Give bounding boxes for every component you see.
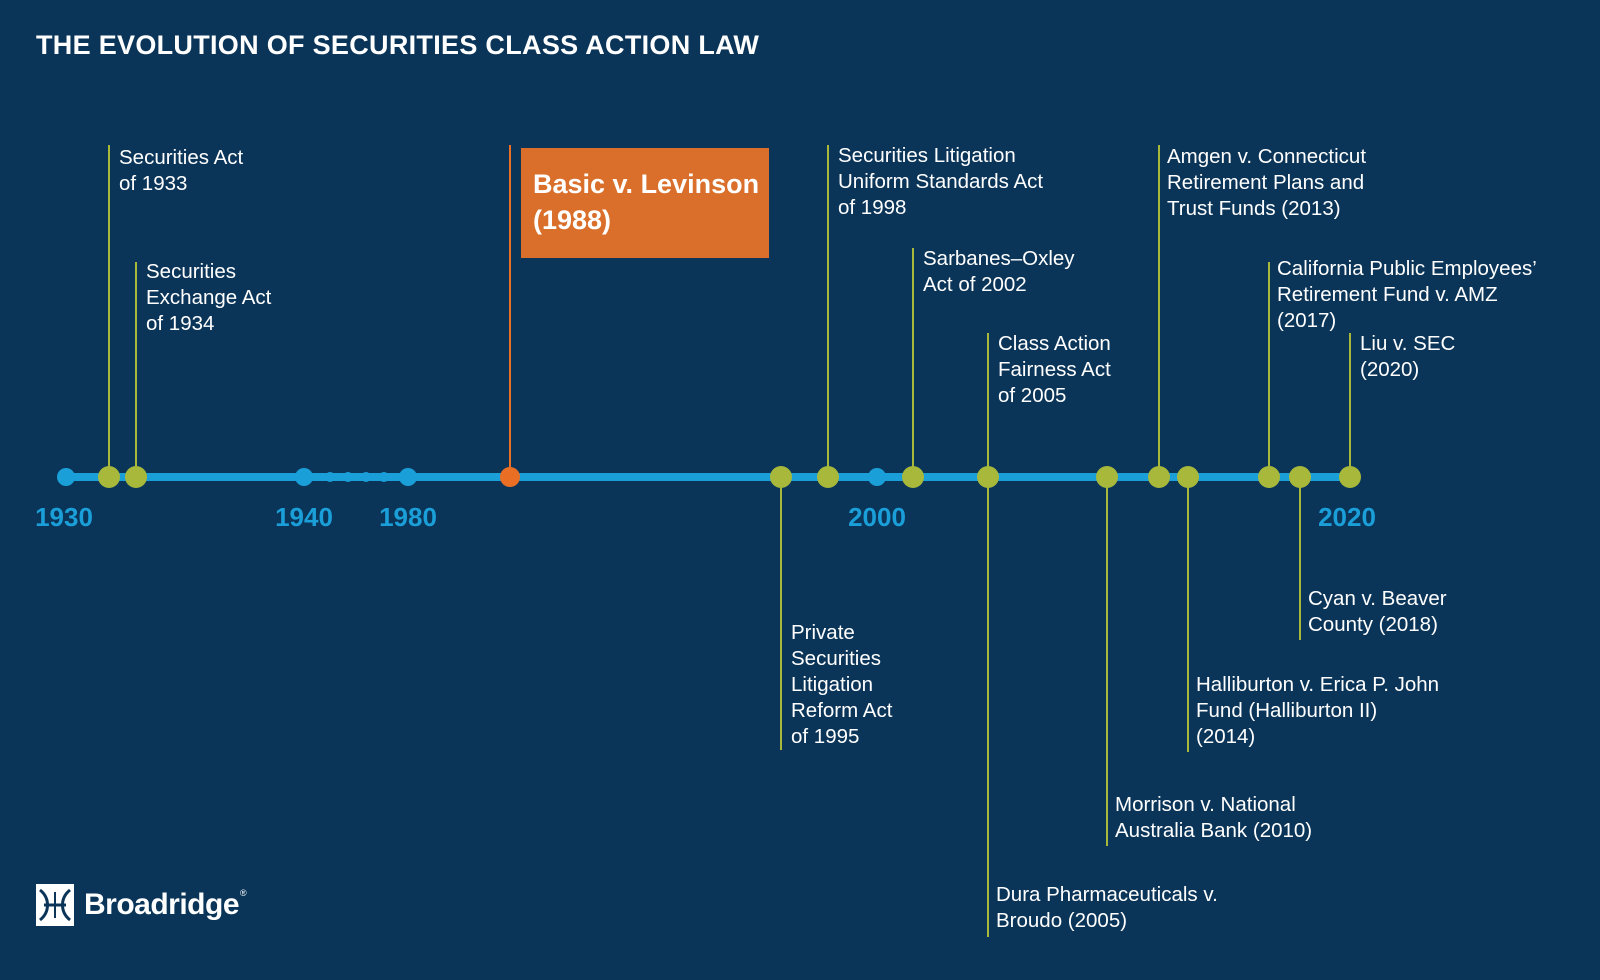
timeline-gap-dot bbox=[361, 472, 371, 482]
event-label-line: Securities bbox=[146, 260, 237, 283]
timeline-axis bbox=[66, 473, 1349, 481]
event-label-line: Litigation bbox=[791, 673, 874, 696]
event-marker-dot bbox=[1177, 466, 1199, 488]
event-label-line: Exchange Act bbox=[146, 286, 272, 309]
event-label-line: Retirement Plans and bbox=[1167, 171, 1365, 194]
event-label-line: Broudo (2005) bbox=[996, 909, 1128, 932]
event-connector-line bbox=[1349, 333, 1351, 477]
event-label-line: Securities bbox=[791, 647, 882, 670]
event-label-line: of 1934 bbox=[146, 312, 215, 335]
event-connector-line bbox=[780, 477, 782, 750]
event-marker-dot bbox=[902, 466, 924, 488]
event-label-line: County (2018) bbox=[1308, 613, 1438, 636]
event-label-line: California Public Employees’ bbox=[1277, 257, 1537, 280]
event-label-line: Act of 2002 bbox=[923, 273, 1027, 296]
event-label: California Public Employees’ Retirement F… bbox=[1277, 256, 1537, 334]
event-label-line: Australia Bank (2010) bbox=[1115, 819, 1313, 842]
event-connector-line bbox=[1158, 145, 1160, 477]
event-marker-dot bbox=[98, 466, 120, 488]
event-label-line: Class Action bbox=[998, 332, 1111, 355]
year-marker-dot bbox=[868, 468, 886, 486]
event-marker-dot bbox=[1289, 466, 1311, 488]
event-connector-line bbox=[108, 145, 110, 477]
year-marker-dot bbox=[295, 468, 313, 486]
event-marker-dot bbox=[125, 466, 147, 488]
event-marker-dot bbox=[1258, 466, 1280, 488]
featured-event-connector-line bbox=[509, 145, 511, 477]
timeline-gap-dot bbox=[379, 472, 389, 482]
event-label-line: of 1998 bbox=[838, 196, 907, 219]
broadridge-logo-icon bbox=[36, 884, 74, 926]
event-label-line: Reform Act bbox=[791, 699, 893, 722]
event-connector-line bbox=[1268, 262, 1270, 477]
year-marker-dot bbox=[399, 468, 417, 486]
featured-event-line-2: (1988) bbox=[533, 205, 612, 235]
event-connector-line bbox=[1187, 477, 1189, 752]
event-connector-line bbox=[987, 477, 989, 937]
event-marker-dot bbox=[1148, 466, 1170, 488]
timeline-gap-dot bbox=[325, 472, 335, 482]
timeline-gap-dot bbox=[343, 472, 353, 482]
axis-year-label: 2000 bbox=[848, 502, 906, 532]
axis-year-label: 1980 bbox=[379, 502, 437, 532]
event-label-line: Cyan v. Beaver bbox=[1308, 587, 1447, 610]
broadridge-logo: Broadridge® bbox=[36, 884, 247, 926]
event-connector-line bbox=[1106, 477, 1108, 846]
event-label-line: Retirement Fund v. AMZ bbox=[1277, 283, 1498, 306]
event-label-line: Private bbox=[791, 621, 855, 644]
event-connector-line bbox=[987, 333, 989, 477]
event-label-line: of 1995 bbox=[791, 725, 860, 748]
axis-year-label: 1940 bbox=[275, 502, 333, 532]
event-label: Securities Act of 1933 bbox=[119, 145, 243, 197]
featured-event-marker-dot bbox=[500, 467, 520, 487]
event-label-line: Amgen v. Connecticut bbox=[1167, 145, 1367, 168]
event-label-line: of 2005 bbox=[998, 384, 1067, 407]
event-marker-dot bbox=[817, 466, 839, 488]
featured-event-box: Basic v. Levinson (1988) bbox=[521, 148, 769, 258]
event-label-line: Morrison v. National bbox=[1115, 793, 1296, 816]
event-label: Liu v. SEC (2020) bbox=[1360, 331, 1455, 383]
event-label: Dura Pharmaceuticals v. Broudo (2005) bbox=[996, 882, 1218, 934]
axis-year-label: 1930 bbox=[35, 502, 93, 532]
event-label-line: (2017) bbox=[1277, 309, 1337, 332]
page-title: THE EVOLUTION OF SECURITIES CLASS ACTION… bbox=[36, 30, 760, 60]
event-label-line: Sarbanes–Oxley bbox=[923, 247, 1075, 270]
event-label-line: Securities Litigation bbox=[838, 144, 1016, 167]
event-label-line: Liu v. SEC bbox=[1360, 332, 1456, 355]
event-label-line: of 1933 bbox=[119, 172, 188, 195]
broadridge-logo-text: Broadridge® bbox=[84, 888, 247, 921]
axis-year-label: 2020 bbox=[1318, 502, 1376, 532]
featured-event-line-1: Basic v. Levinson bbox=[533, 169, 760, 199]
event-marker-dot bbox=[770, 466, 792, 488]
event-label-line: Halliburton v. Erica P. John bbox=[1196, 673, 1440, 696]
event-label-line: Securities Act bbox=[119, 146, 244, 169]
event-connector-line bbox=[912, 248, 914, 477]
event-label-line: Trust Funds (2013) bbox=[1167, 197, 1341, 220]
event-marker-dot bbox=[1096, 466, 1118, 488]
event-connector-line bbox=[827, 145, 829, 477]
event-label-line: (2020) bbox=[1360, 358, 1420, 381]
event-label-line: Dura Pharmaceuticals v. bbox=[996, 883, 1218, 906]
event-label-line: Uniform Standards Act bbox=[838, 170, 1044, 193]
event-connector-line bbox=[1299, 477, 1301, 640]
event-marker-dot bbox=[1339, 466, 1361, 488]
event-label-line: (2014) bbox=[1196, 725, 1256, 748]
event-label-line: Fund (Halliburton II) bbox=[1196, 699, 1378, 722]
event-label-line: Fairness Act bbox=[998, 358, 1111, 381]
year-marker-dot bbox=[57, 468, 75, 486]
event-connector-line bbox=[135, 262, 137, 477]
